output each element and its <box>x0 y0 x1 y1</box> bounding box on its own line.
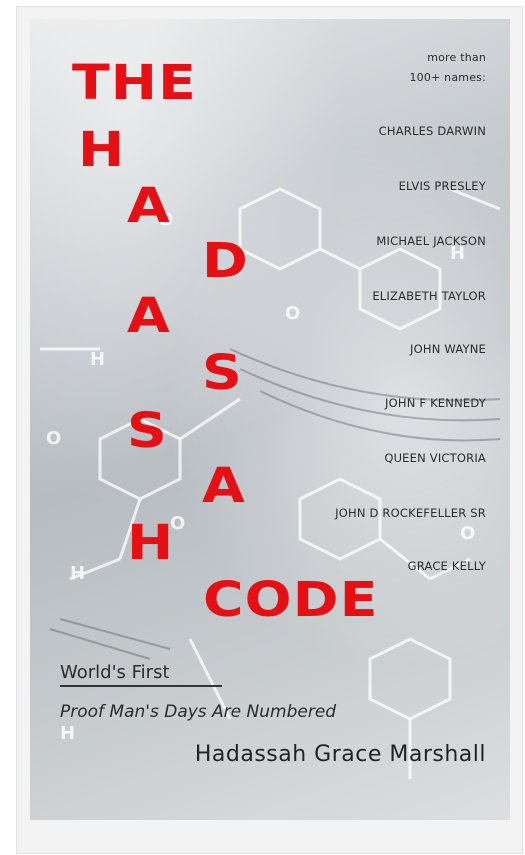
name-item: JOHN WAYNE <box>410 342 486 356</box>
title-letter-s: S <box>127 403 168 459</box>
svg-text:H: H <box>70 563 85 584</box>
book-cover[interactable]: O O H H O O H O H THE H A D A S S A H CO… <box>30 19 510 820</box>
title-letter-h: H <box>78 122 126 178</box>
title-the: THE <box>72 55 198 111</box>
title-letter-s: S <box>202 345 243 401</box>
name-item: ELIZABETH TAYLOR <box>372 289 486 303</box>
title-letter-a: A <box>127 288 171 344</box>
name-item: ELVIS PRESLEY <box>398 179 486 193</box>
name-item: QUEEN VICTORIA <box>384 451 486 465</box>
molecule-background: O O H H O O H O H <box>40 187 501 779</box>
author-name: Hadassah Grace Marshall <box>194 742 486 767</box>
title-letter-a: A <box>127 178 171 234</box>
title-code: CODE <box>203 572 379 628</box>
title-letter-d: D <box>202 233 249 289</box>
title-letter-a: A <box>202 458 246 514</box>
svg-text:O: O <box>170 513 185 534</box>
svg-text:H: H <box>450 243 465 264</box>
name-item: CHARLES DARWIN <box>378 124 486 138</box>
svg-text:O: O <box>158 209 173 230</box>
subtitle-worlds-first: World's First <box>60 662 170 683</box>
subtitle-proof: Proof Man's Days Are Numbered <box>60 702 337 722</box>
intro-line: 100+ names: <box>409 71 486 84</box>
svg-text:H: H <box>60 723 75 744</box>
title-letter-h: H <box>127 515 175 571</box>
intro-line: more than <box>427 51 486 64</box>
svg-text:O: O <box>285 303 300 324</box>
subtitle-underline <box>60 685 222 687</box>
name-item: GRACE KELLY <box>407 559 486 573</box>
svg-text:O: O <box>46 428 61 449</box>
svg-text:H: H <box>90 349 105 370</box>
name-item: MICHAEL JACKSON <box>376 234 486 248</box>
name-item: JOHN F KENNEDY <box>385 396 486 410</box>
name-item: JOHN D ROCKEFELLER SR <box>335 506 486 520</box>
svg-text:O: O <box>460 523 475 544</box>
